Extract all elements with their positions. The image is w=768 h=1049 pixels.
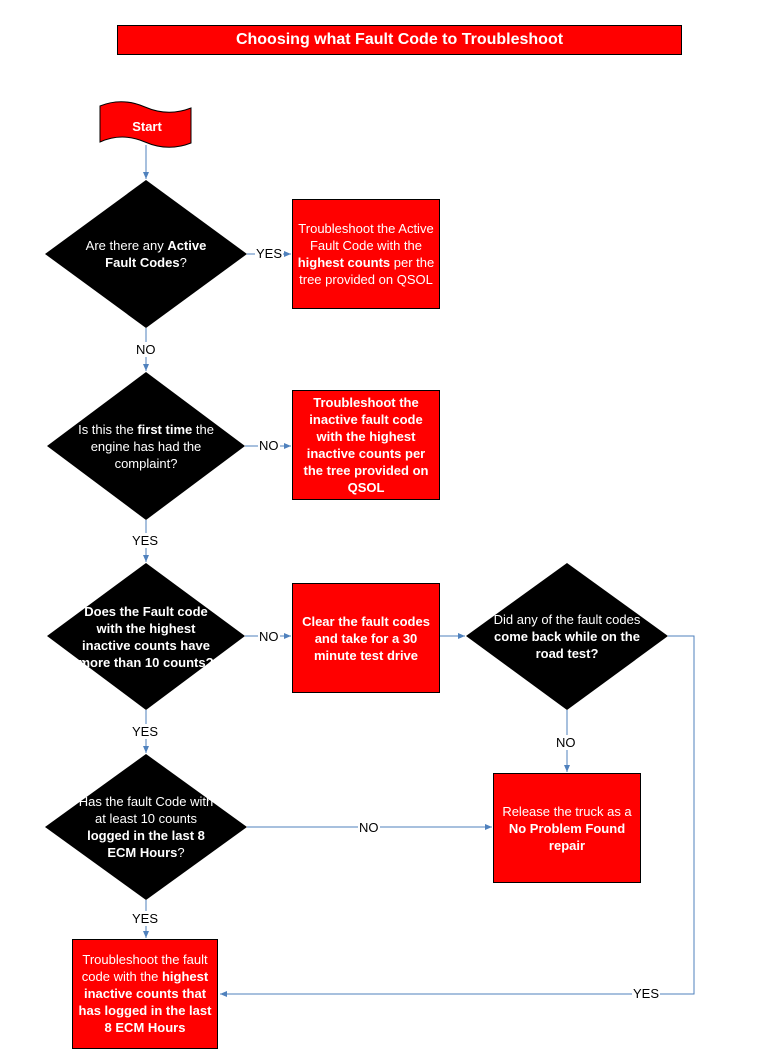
action-box-logged-code[interactable]: Troubleshoot the fault code with the hig… [72,939,218,1049]
action-box-clear-codes[interactable]: Clear the fault codes and take for a 30 … [292,583,440,693]
label-d1-yes: YES [255,246,284,261]
decision-text-first-time: Is this the first time the engine has ha… [78,421,214,471]
label-d5-no: NO [555,735,577,750]
decision-text-logged-8-hours: Has the fault Code with at least 10 coun… [78,794,214,860]
label-d3-no: NO [258,629,280,644]
connector-d5-yes [220,635,695,997]
label-d3-yes: YES [131,724,160,739]
decision-diamond-more-than-10[interactable] [47,563,245,710]
label-d2-yes: YES [131,533,160,548]
decision-diamond-came-back[interactable] [466,563,668,710]
start-terminator[interactable] [99,101,192,148]
action-box-inactive-code[interactable]: Troubleshoot the inactive fault code wit… [292,390,440,500]
label-d4-no: NO [358,820,380,835]
decision-diamond-first-time[interactable] [47,372,245,520]
label-d1-no: NO [135,342,157,357]
flowchart-canvas [45,101,695,997]
decision-text-came-back: Did any of the fault codes come back whi… [493,611,641,661]
label-d4-yes: YES [131,911,160,926]
action-box-release-truck[interactable]: Release the truck as a No Problem Found … [493,773,641,883]
start-label: Start [132,118,162,134]
label-d2-no: NO [258,438,280,453]
decision-diamond-logged-8-hours[interactable] [45,754,247,900]
action-box-active-code[interactable]: Troubleshoot the Active Fault Code with … [292,199,440,309]
page-title: Choosing what Fault Code to Troubleshoot [117,25,682,55]
decision-diamond-active-codes[interactable] [45,180,247,328]
decision-text-active-codes: Are there any Active Fault Codes? [85,238,207,270]
label-d5-yes: YES [632,986,661,1001]
decision-text-more-than-10: Does the Fault code with the highest ina… [78,604,214,670]
